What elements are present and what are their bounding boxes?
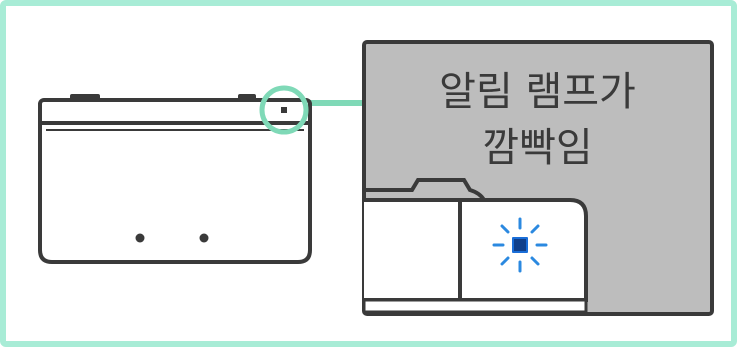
- callout-caption: 알림 램프가 깜빡임: [365, 64, 710, 176]
- callout-line-2: 깜빡임: [482, 125, 593, 171]
- notification-led-icon: [510, 235, 530, 255]
- blink-rays-icon: [492, 217, 548, 273]
- device-icon: [38, 94, 312, 264]
- highlight-ring: [259, 85, 309, 135]
- callout-panel: [362, 40, 714, 316]
- callout-line-1: 알림 램프가: [439, 69, 636, 115]
- small-led-icon: [281, 107, 287, 113]
